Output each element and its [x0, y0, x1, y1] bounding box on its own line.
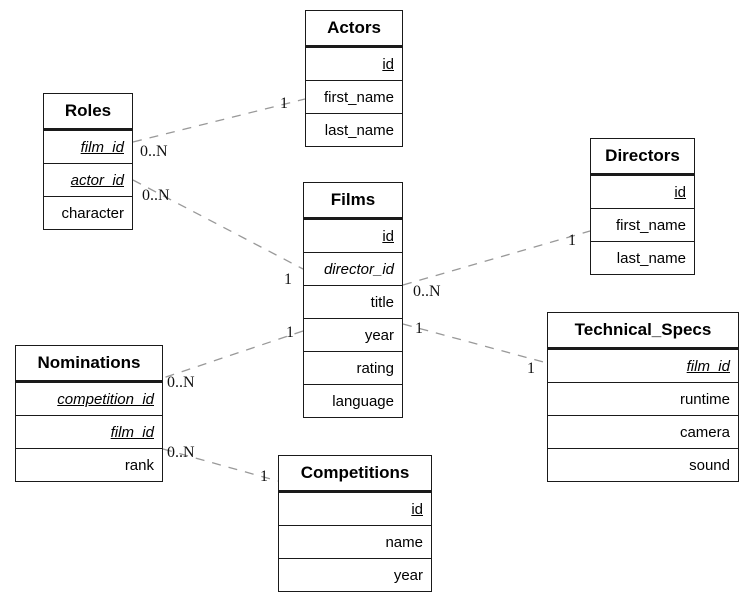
attr-label: film_id [686, 357, 730, 375]
attr-competitions-id: id [279, 492, 431, 525]
attr-label: last_name [616, 249, 686, 267]
attr-nominations-film_id: film_id [16, 415, 162, 448]
attr-technical_specs-film_id: film_id [548, 349, 738, 382]
entity-title-technical_specs: Technical_Specs [548, 313, 738, 349]
attr-films-director_id: director_id [304, 252, 402, 285]
entity-roles: Roles film_id actor_id character [43, 93, 133, 230]
attr-label: director_id [323, 260, 394, 278]
attr-roles-actor_id: actor_id [44, 163, 132, 196]
entity-title-films: Films [304, 183, 402, 219]
entity-directors: Directors id first_name last_name [590, 138, 695, 275]
cardinality-label-nominations-competitions-0: 0..N [167, 444, 195, 461]
attr-directors-last_name: last_name [591, 241, 694, 274]
attr-label: character [61, 204, 124, 222]
attr-label: camera [679, 423, 730, 441]
attr-directors-first_name: first_name [591, 208, 694, 241]
attr-label: year [364, 326, 394, 344]
attr-films-id: id [304, 219, 402, 252]
attr-label: film_id [80, 138, 124, 156]
attr-label: first_name [615, 216, 686, 234]
cardinality-label-roles-actors-1: 1 [280, 95, 288, 112]
attr-label: id [674, 183, 686, 201]
cardinality-label-films-technical_specs-1: 1 [527, 360, 535, 377]
relationship-line-films-nominations [162, 330, 304, 379]
attr-label: runtime [679, 390, 730, 408]
cardinality-label-films-technical_specs-0: 1 [415, 320, 423, 337]
cardinality-label-films-nominations-1: 0..N [167, 374, 195, 391]
attr-label: first_name [323, 88, 394, 106]
attr-directors-id: id [591, 175, 694, 208]
relationship-line-films-directors [402, 230, 591, 286]
attr-films-rating: rating [304, 351, 402, 384]
attr-actors-first_name: first_name [306, 80, 402, 113]
relationship-line-roles-films [132, 179, 304, 270]
attr-technical_specs-runtime: runtime [548, 382, 738, 415]
attr-label: actor_id [70, 171, 124, 189]
attr-label: id [411, 500, 423, 518]
entity-competitions: Competitions id name year [278, 455, 432, 592]
attr-competitions-name: name [279, 525, 431, 558]
entity-title-nominations: Nominations [16, 346, 162, 382]
attr-label: name [385, 533, 423, 551]
attr-label: rank [124, 456, 154, 474]
attr-technical_specs-camera: camera [548, 415, 738, 448]
attr-label: id [382, 55, 394, 73]
attr-label: competition_id [57, 390, 154, 408]
attr-technical_specs-sound: sound [548, 448, 738, 481]
attr-label: language [332, 392, 394, 410]
entity-actors: Actors id first_name last_name [305, 10, 403, 147]
cardinality-label-nominations-competitions-1: 1 [260, 468, 268, 485]
cardinality-label-roles-actors-0: 0..N [140, 143, 168, 160]
entity-title-actors: Actors [306, 11, 402, 47]
attr-roles-character: character [44, 196, 132, 229]
attr-competitions-year: year [279, 558, 431, 591]
attr-label: id [382, 227, 394, 245]
attr-nominations-rank: rank [16, 448, 162, 481]
attr-roles-film_id: film_id [44, 130, 132, 163]
entity-title-roles: Roles [44, 94, 132, 130]
cardinality-label-roles-films-1: 1 [284, 271, 292, 288]
attr-label: rating [356, 359, 394, 377]
relationship-line-films-technical_specs [402, 323, 548, 364]
attr-films-title: title [304, 285, 402, 318]
attr-films-language: language [304, 384, 402, 417]
attr-label: film_id [110, 423, 154, 441]
cardinality-label-roles-films-0: 0..N [142, 187, 170, 204]
attr-label: title [370, 293, 394, 311]
attr-nominations-competition_id: competition_id [16, 382, 162, 415]
cardinality-label-films-directors-1: 1 [568, 232, 576, 249]
entity-title-directors: Directors [591, 139, 694, 175]
attr-label: sound [689, 456, 730, 474]
entity-title-competitions: Competitions [279, 456, 431, 492]
attr-actors-id: id [306, 47, 402, 80]
cardinality-label-films-nominations-0: 1 [286, 324, 294, 341]
attr-films-year: year [304, 318, 402, 351]
cardinality-label-films-directors-0: 0..N [413, 283, 441, 300]
attr-actors-last_name: last_name [306, 113, 402, 146]
relationship-line-roles-actors [132, 98, 306, 143]
relationship-line-nominations-competitions [162, 448, 279, 482]
attr-label: last_name [324, 121, 394, 139]
attr-label: year [393, 566, 423, 584]
